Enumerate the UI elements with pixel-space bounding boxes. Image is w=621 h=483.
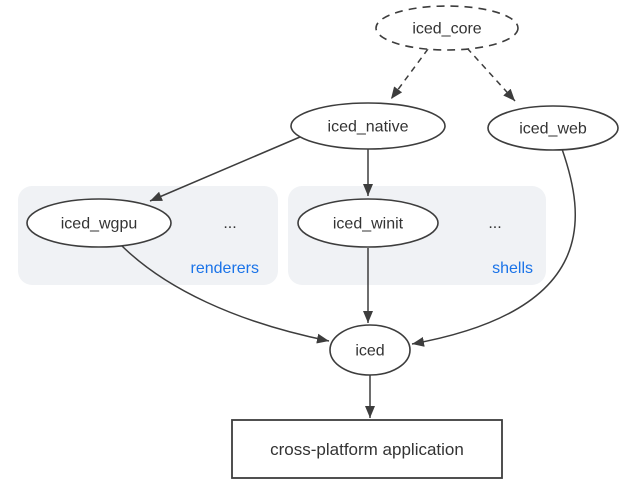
iced_web-ellipse: [487, 105, 619, 151]
node-iced_native: iced_native: [290, 102, 446, 150]
iced-ellipse: [329, 324, 411, 376]
iced_winit-ellipse: [297, 198, 439, 248]
node-iced_web: iced_web: [487, 105, 619, 151]
edge-iced_wgpu-iced: [121, 245, 330, 344]
application-rect: [231, 419, 503, 479]
application-label: cross-platform application: [270, 440, 464, 459]
node-iced_winit: iced_winit: [297, 198, 439, 248]
iced_core-ellipse: [375, 5, 519, 51]
node-application: cross-platform application: [231, 419, 503, 479]
node-iced: iced: [329, 324, 411, 376]
iced-label: iced: [355, 343, 384, 360]
renderers-ellipsis: ...: [223, 215, 236, 232]
iced_web-label: iced_web: [519, 121, 587, 138]
iced_native-ellipse: [290, 102, 446, 150]
edge-iced_core-iced_native: [390, 48, 429, 100]
shells-ellipsis: ...: [488, 215, 501, 232]
node-iced_core: iced_core: [375, 5, 519, 51]
node-iced_wgpu: iced_wgpu: [26, 198, 172, 248]
iced_core-label: iced_core: [412, 21, 481, 38]
edge-iced_native-iced_wgpu: [149, 136, 301, 202]
edge-iced_web-iced: [411, 148, 577, 347]
edge-iced_core-iced_web: [466, 47, 516, 102]
iced_wgpu-ellipse: [26, 198, 172, 248]
shells-group-label: shells: [492, 260, 533, 277]
iced_wgpu-label: iced_wgpu: [61, 216, 138, 233]
iced_native-label: iced_native: [328, 119, 409, 136]
iced_winit-label: iced_winit: [333, 216, 404, 233]
renderers-group-label: renderers: [191, 260, 259, 277]
